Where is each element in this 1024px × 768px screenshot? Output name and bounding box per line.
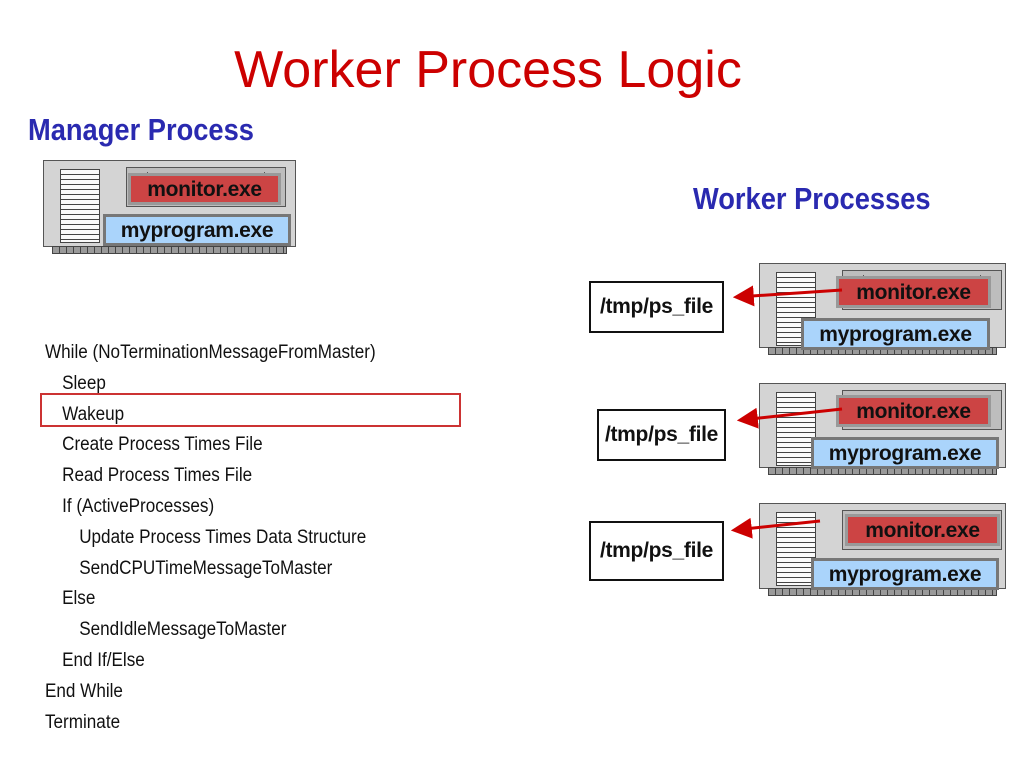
code-line: While (NoTerminationMessageFromMaster) (45, 342, 376, 363)
worker-3-program-process: myprogram.exe (811, 558, 999, 590)
code-line: Create Process Times File (62, 434, 263, 456)
code-line: SendIdleMessageToMaster (79, 619, 287, 641)
code-line: Update Process Times Data Structure (79, 526, 367, 548)
code-line: Terminate (45, 711, 121, 733)
worker-1-ps-file: /tmp/ps_file (589, 281, 724, 333)
worker-1-program-process: myprogram.exe (801, 318, 990, 350)
worker-2-program-process: myprogram.exe (811, 437, 999, 469)
worker-2-ps-file: /tmp/ps_file (597, 409, 726, 461)
worker-2-monitor-process: monitor.exe (836, 395, 991, 427)
server-vent-icon (776, 512, 816, 586)
worker-3-monitor-process: monitor.exe (845, 514, 1000, 546)
code-line: Sleep (62, 372, 106, 394)
slide-title: Worker Process Logic (234, 41, 742, 99)
code-line: End If/Else (62, 649, 145, 671)
manager-monitor-process: monitor.exe (128, 173, 281, 205)
code-line: Else (62, 588, 96, 610)
wakeup-highlight-box (40, 393, 461, 427)
code-line: SendCPUTimeMessageToMaster (79, 557, 333, 579)
code-line: End While (45, 680, 123, 702)
pseudocode-block: While (NoTerminationMessageFromMaster) S… (45, 338, 376, 738)
server-vent-icon (776, 392, 816, 466)
code-line: If (ActiveProcesses) (62, 495, 215, 517)
server-vent-icon (776, 272, 816, 346)
code-line-highlighted: Wakeup (62, 403, 125, 425)
manager-program-process: myprogram.exe (103, 214, 291, 246)
server-base-icon (52, 246, 287, 254)
code-line: Read Process Times File (62, 465, 253, 487)
worker-1-monitor-process: monitor.exe (836, 276, 991, 308)
worker-processes-heading: Worker Processes (693, 181, 931, 216)
worker-3-ps-file: /tmp/ps_file (589, 521, 724, 581)
manager-process-heading: Manager Process (28, 112, 254, 147)
server-vent-icon (60, 169, 100, 243)
